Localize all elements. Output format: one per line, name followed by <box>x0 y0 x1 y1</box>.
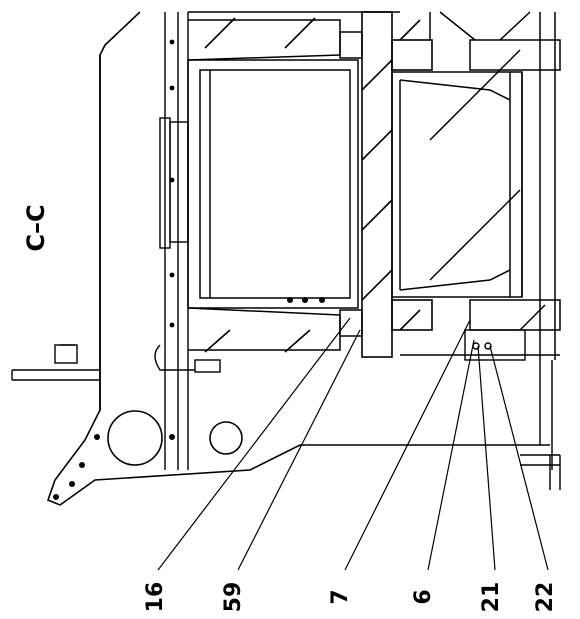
leader-7 <box>344 319 471 571</box>
leader-59 <box>237 329 361 571</box>
callout-6: 6 <box>411 589 436 604</box>
leader-6 <box>427 339 475 571</box>
leader-22 <box>489 345 549 571</box>
bolts <box>169 39 325 328</box>
bracket-outline <box>46 11 550 506</box>
leader-lines <box>157 317 549 571</box>
callout-7: 7 <box>328 589 353 604</box>
callout-59: 59 <box>221 582 246 613</box>
callout-16: 16 <box>143 582 168 613</box>
leader-16 <box>157 317 351 571</box>
callout-21: 21 <box>479 582 504 613</box>
section-label: C–C <box>22 204 50 251</box>
callout-22: 22 <box>533 582 558 613</box>
lower-right-detail <box>400 329 561 490</box>
leader-21 <box>477 345 496 571</box>
central-cylinder <box>187 11 400 351</box>
